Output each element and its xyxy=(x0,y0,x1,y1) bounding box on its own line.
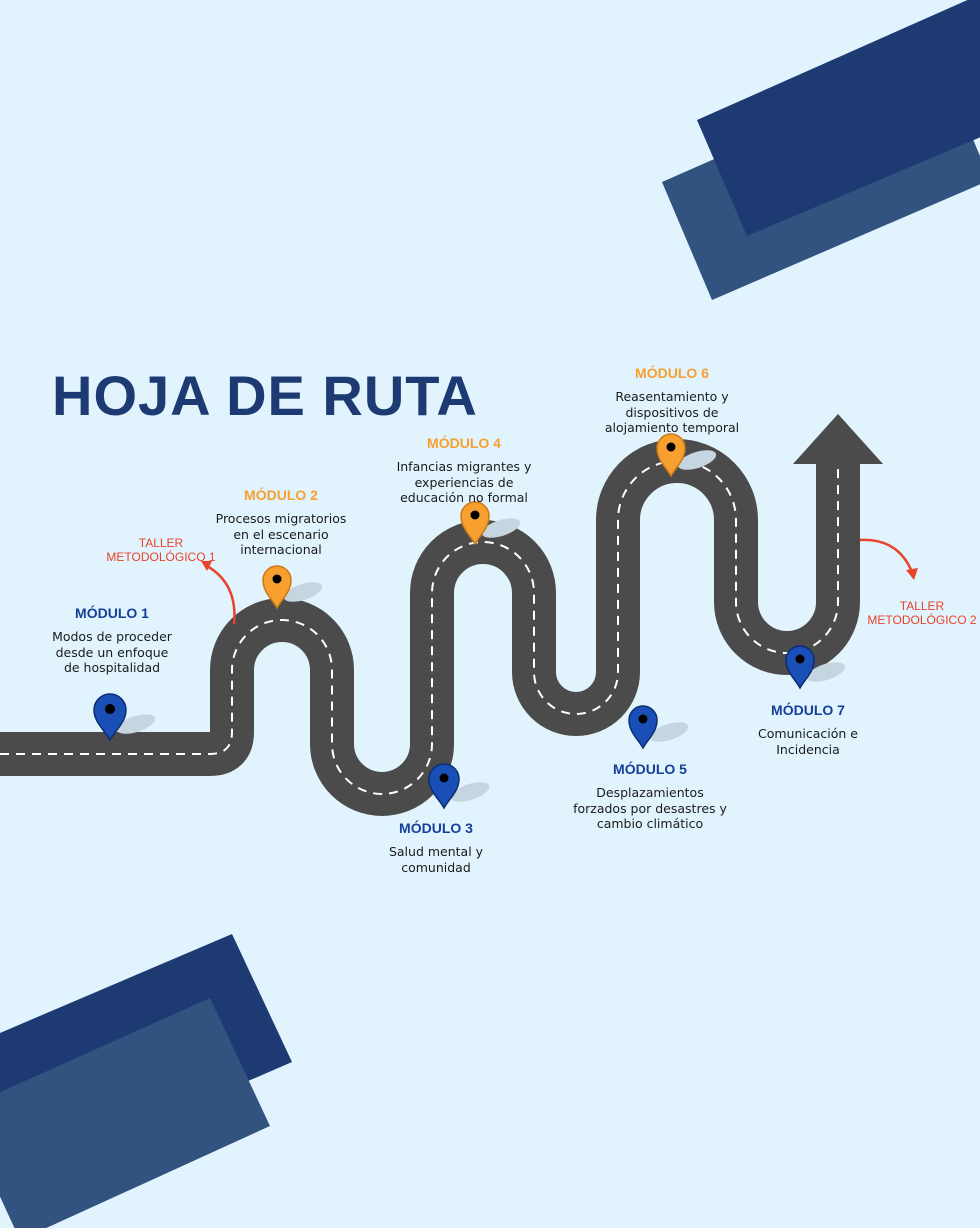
taller-2-label: TALLER METODOLÓGICO 2 xyxy=(867,599,977,627)
road-arrow-head xyxy=(793,414,883,464)
module-2: MÓDULO 2 Procesos migratorios en el esce… xyxy=(195,487,367,558)
module-4-desc: Infancias migrantes y experiencias de ed… xyxy=(396,459,532,505)
module-5-desc: Desplazamientos forzados por desastres y… xyxy=(573,785,727,831)
module-7-desc: Comunicación e Incidencia xyxy=(758,726,858,757)
module-7-title: MÓDULO 7 xyxy=(771,702,845,718)
module-6-title: MÓDULO 6 xyxy=(635,365,709,381)
taller-1-arrow xyxy=(201,561,236,625)
module-3: MÓDULO 3 Salud mental y comunidad xyxy=(356,820,516,875)
pin-module-5 xyxy=(628,705,689,750)
module-6: MÓDULO 6 Reasentamiento y dispositivos d… xyxy=(583,365,761,436)
taller-1-label: TALLER METODOLÓGICO 1 xyxy=(106,536,216,564)
pin-module-3 xyxy=(428,763,490,810)
module-1: MÓDULO 1 Modos de proceder desde un enfo… xyxy=(32,605,192,676)
pin-module-2 xyxy=(262,565,323,610)
decor-block-top-front xyxy=(697,0,980,236)
module-5: MÓDULO 5 Desplazamientos forzados por de… xyxy=(555,761,745,832)
module-1-desc: Modos de proceder desde un enfoque de ho… xyxy=(52,629,172,675)
pin-module-1 xyxy=(93,693,156,742)
pin-module-4 xyxy=(460,501,521,546)
decor-block-bottom-back xyxy=(0,998,270,1228)
pin-module-7 xyxy=(785,645,846,690)
module-6-desc: Reasentamiento y dispositivos de alojami… xyxy=(604,389,740,435)
module-4-title: MÓDULO 4 xyxy=(427,435,501,451)
module-5-title: MÓDULO 5 xyxy=(613,761,687,777)
pin-module-6 xyxy=(656,433,717,478)
module-2-title: MÓDULO 2 xyxy=(244,487,318,503)
module-2-desc: Procesos migratorios en el escenario int… xyxy=(215,511,347,557)
module-7: MÓDULO 7 Comunicación e Incidencia xyxy=(738,702,878,757)
module-4: MÓDULO 4 Infancias migrantes y experienc… xyxy=(372,435,556,506)
page-title: HOJA DE RUTA xyxy=(52,364,478,427)
taller-2-arrow xyxy=(859,538,918,580)
module-3-desc: Salud mental y comunidad xyxy=(388,844,484,875)
road xyxy=(0,414,883,816)
module-1-title: MÓDULO 1 xyxy=(75,605,149,621)
module-3-title: MÓDULO 3 xyxy=(399,820,473,836)
